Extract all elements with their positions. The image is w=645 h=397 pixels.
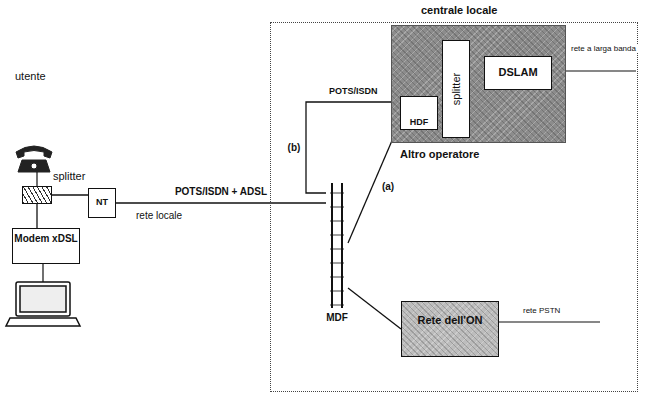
free-label: rete a larga banda: [570, 44, 638, 53]
user-splitter: splitter: [22, 186, 52, 204]
splitter-box: splitter: [442, 40, 470, 138]
mdf-bars: [326, 183, 348, 308]
free-label: rete PSTN: [522, 306, 561, 315]
free-label: POTS/ISDN: [328, 86, 379, 96]
node-text: splitter: [450, 73, 463, 105]
hdf-frame: HDF: [400, 96, 438, 130]
free-label: utente: [14, 70, 47, 83]
dslam-box: DSLAM: [484, 56, 552, 90]
pstn-network-box: Rete dell'ON: [401, 301, 499, 357]
central-office-region: centrale localeAltro operatoreHDFsplitte…: [270, 22, 638, 392]
node-text: Altro operatore: [400, 148, 479, 161]
operator-equipment: Altro operatoreHDFsplitterDSLAM: [391, 25, 566, 143]
connector-line: [52, 194, 88, 195]
connector-line: [306, 102, 400, 193]
modem-box: Modem xDSL: [12, 228, 80, 264]
node-text: Rete dell'ON: [402, 302, 498, 327]
laptop-icon: [6, 282, 80, 326]
connector-line: [116, 202, 326, 203]
mdf-frame: MDF: [326, 183, 348, 308]
node-text: Modem xDSL: [13, 229, 79, 245]
edge-label: (a): [381, 181, 395, 193]
node-text: MDF: [326, 312, 348, 324]
node-text: NT: [89, 189, 115, 207]
phone-cord: [36, 172, 37, 186]
free-label: rete locale: [135, 210, 183, 222]
edge-label: POTS/ISDN + ADSL: [174, 186, 268, 198]
connector-line: [348, 288, 401, 329]
node-text: HDF: [401, 117, 437, 127]
node-text: DSLAM: [485, 57, 551, 79]
node-text: splitter: [53, 170, 85, 183]
edge-label: (b): [287, 142, 302, 154]
telephone-icon: [16, 146, 52, 172]
pstn-line: [492, 321, 600, 322]
node-text: centrale locale: [421, 4, 497, 17]
connector-line: [36, 204, 37, 228]
nt-box: NT: [88, 188, 116, 218]
modem-cable: [42, 264, 43, 282]
